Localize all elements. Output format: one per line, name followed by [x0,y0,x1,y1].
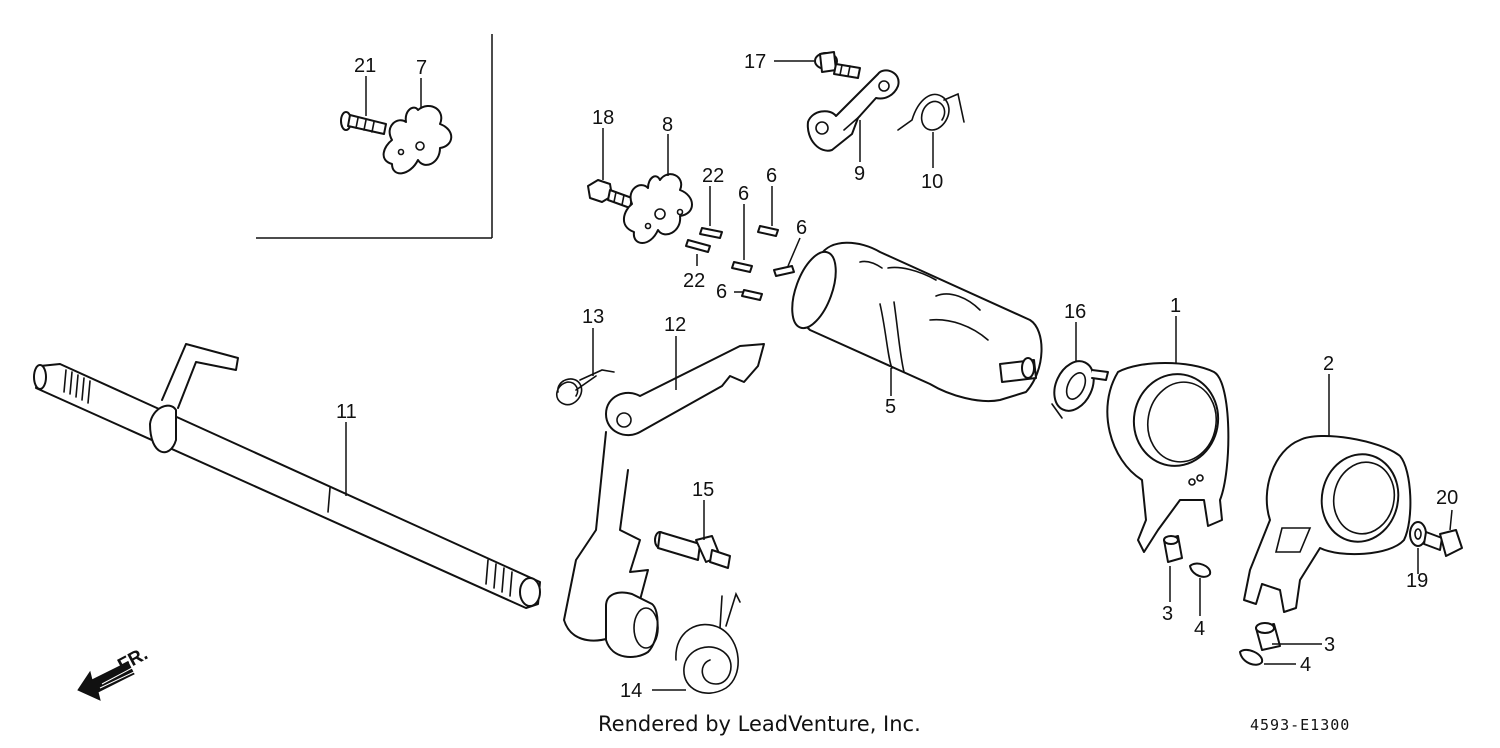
part-1-shift-fork[interactable] [1106,362,1230,553]
part-18-hex-bolt[interactable] [587,179,633,209]
part-5-shift-drum[interactable] [783,241,1043,402]
part-10-spring[interactable] [897,92,965,131]
part-2-shift-fork[interactable] [1243,434,1412,613]
callout-1: 1 [1170,295,1181,317]
leader-lines [345,60,1453,691]
render-credit: Rendered by LeadVenture, Inc. [598,712,921,736]
part-3-guide-pin[interactable] [1163,535,1183,563]
part-22-dowel-pins[interactable] [685,227,723,253]
part-12-gearshift-arm[interactable] [563,343,765,658]
part-17-flange-bolt[interactable] [814,51,861,79]
callout-labels: 21 7 18 8 22 22 6 6 6 6 17 9 10 13 12 11… [336,51,1458,702]
part-3-guide-pin-lower[interactable] [1255,622,1281,651]
part-6-pins[interactable] [731,225,795,301]
callout-22-bottom: 22 [683,270,705,292]
callout-15: 15 [692,479,714,501]
inset-frame [256,34,493,239]
callout-7: 7 [416,57,427,79]
callout-14: 14 [620,680,642,702]
callout-6-c: 6 [796,217,807,239]
callout-9: 9 [854,163,865,185]
callout-4-upper: 4 [1194,618,1205,640]
part-20-bolt[interactable] [1423,529,1463,557]
part-13-return-spring[interactable] [556,369,615,406]
part-7-star-plate[interactable] [382,105,453,175]
callout-10: 10 [921,171,943,193]
front-direction-arrow [77,661,135,701]
callout-11: 11 [336,401,357,423]
callout-6-a: 6 [766,165,777,187]
callout-12: 12 [664,314,686,336]
callout-4-lower: 4 [1300,654,1311,676]
callout-8: 8 [662,114,673,136]
callout-20: 20 [1436,487,1458,509]
part-16-bearing[interactable] [1047,355,1109,419]
part-8-star-plate[interactable] [623,173,693,244]
callout-6-b: 6 [738,183,749,205]
callout-3-upper: 3 [1162,603,1173,625]
part-4-cotter-clip-lower[interactable] [1239,648,1264,666]
callout-19: 19 [1406,570,1428,592]
part-4-cotter-clip[interactable] [1189,562,1212,578]
callout-21: 21 [354,55,376,77]
diagram-code: 4593-E1300 [1250,716,1351,734]
part-14-coil-spring[interactable] [675,591,741,694]
callout-22-top: 22 [702,165,724,187]
callout-6-d: 6 [716,281,727,303]
callout-17: 17 [744,51,766,73]
part-9-stopper-arm[interactable] [806,69,900,152]
part-11-gearshift-spindle[interactable] [33,343,541,609]
callout-3-lower: 3 [1324,634,1335,656]
part-21-bolt[interactable] [340,111,387,135]
part-15-pin-bolt[interactable] [654,531,731,569]
callout-18: 18 [592,107,614,129]
callout-13: 13 [582,306,604,328]
callout-2: 2 [1323,353,1334,375]
callout-5: 5 [885,396,896,418]
callout-16: 16 [1064,301,1086,323]
